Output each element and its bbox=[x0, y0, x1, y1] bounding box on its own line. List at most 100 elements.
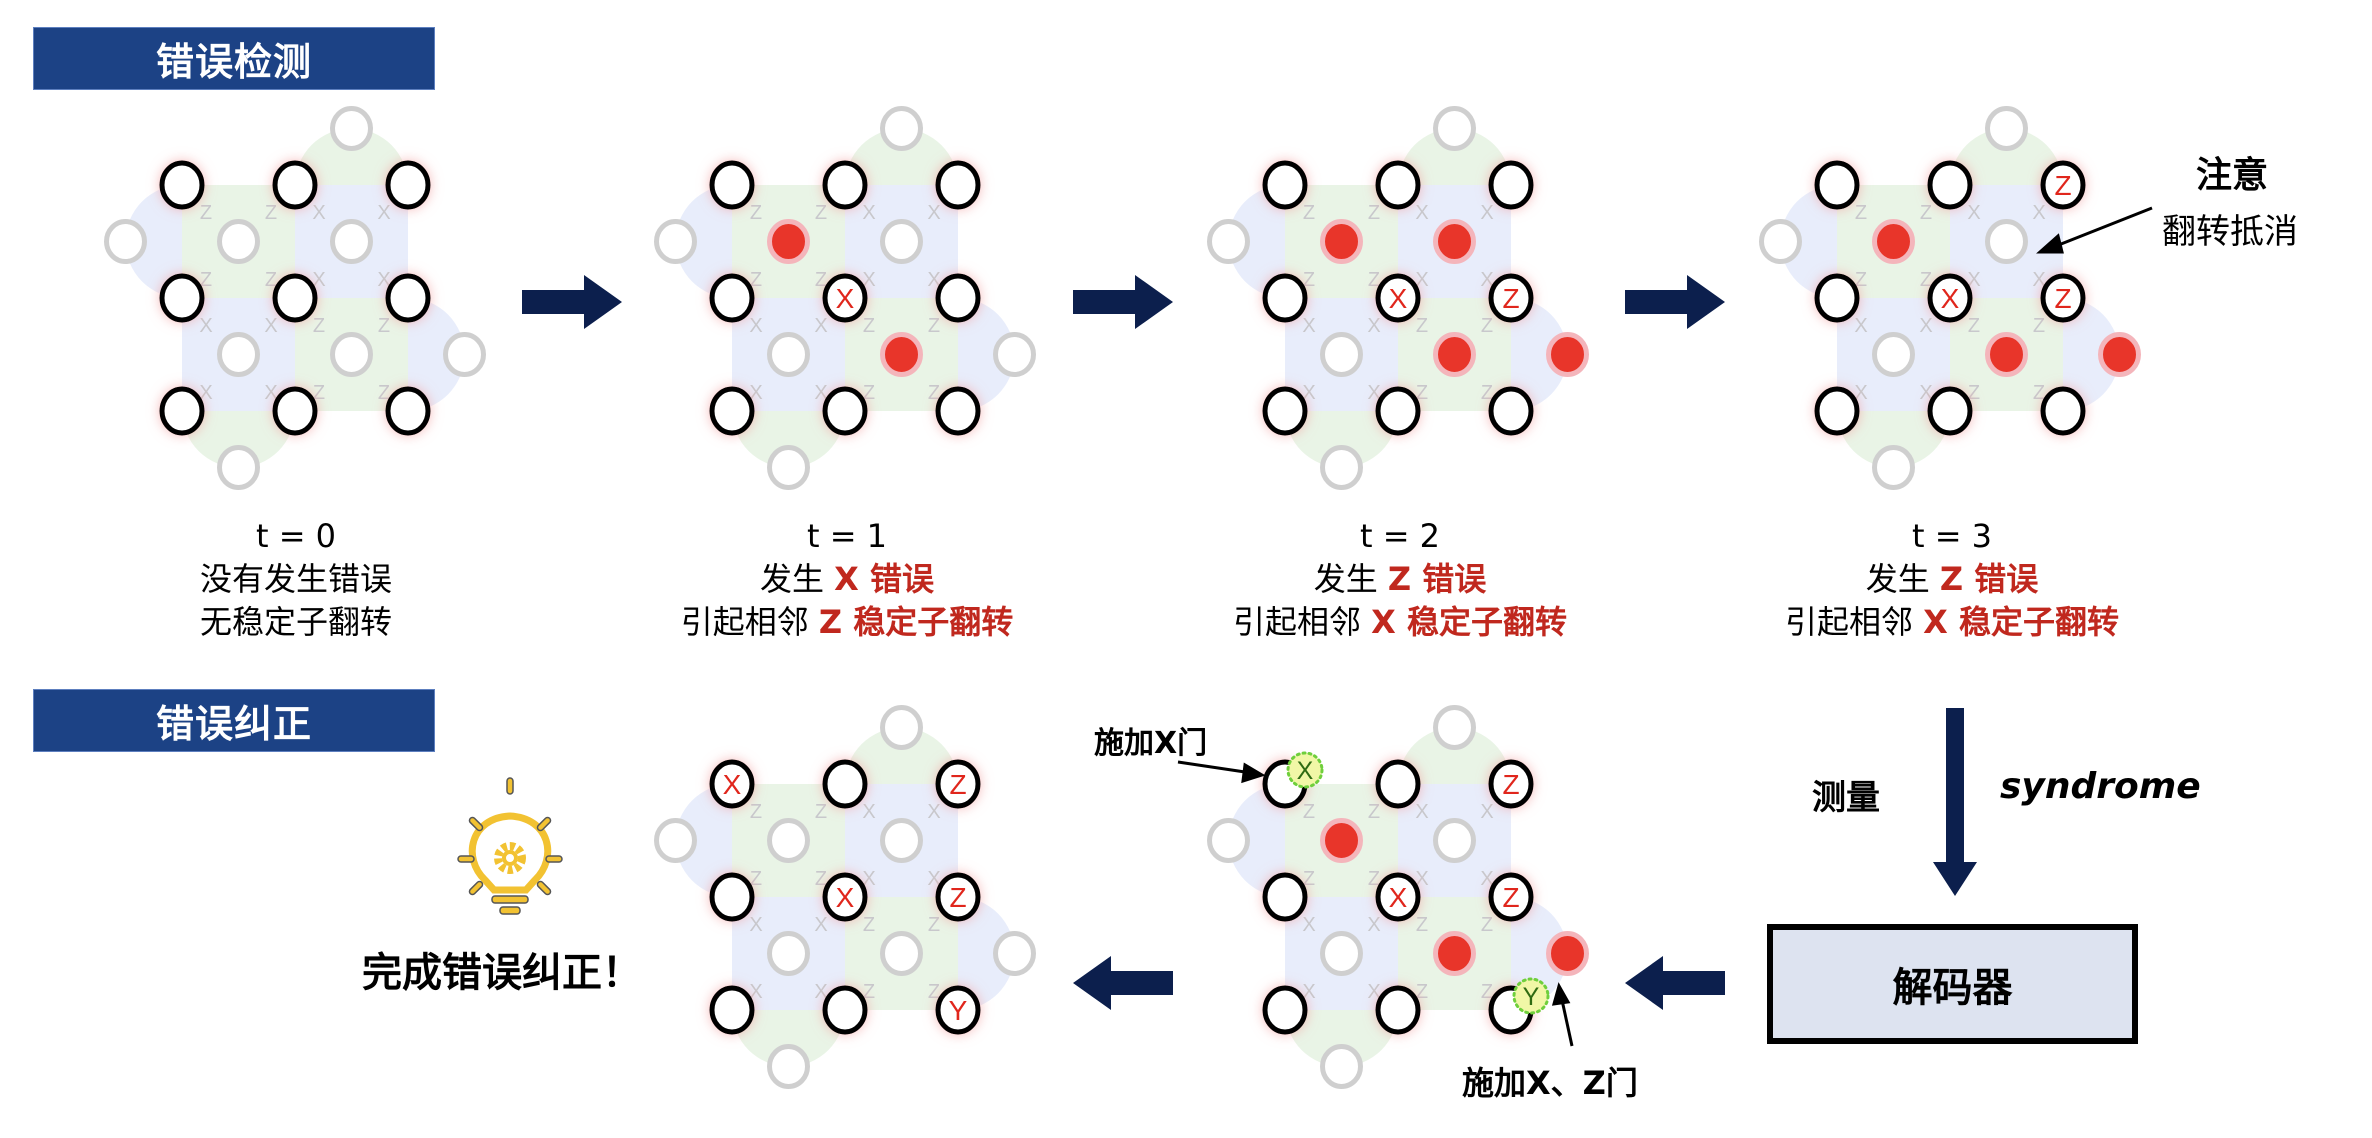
data-qubit bbox=[709, 985, 755, 1035]
ancilla-qubit-Xleft bbox=[1207, 219, 1250, 264]
data-qubit bbox=[822, 759, 868, 809]
stabilizer-type-letter: X bbox=[1302, 382, 1315, 404]
z-boundary-plaquette bbox=[1398, 128, 1511, 185]
stabilizer-type-letter: X bbox=[749, 315, 762, 337]
stabilizer-type-letter: Z bbox=[1855, 269, 1867, 291]
data-qubit bbox=[935, 273, 981, 323]
stabilizer-type-letter: Z bbox=[1920, 202, 1932, 224]
ancilla-qubit-Xleft bbox=[1759, 219, 1802, 264]
error-label: Z bbox=[2054, 283, 2071, 314]
stabilizer-type-letter: X bbox=[862, 269, 875, 291]
data-qubit bbox=[1814, 386, 1860, 436]
stabilizer-type-letter: Z bbox=[1303, 202, 1315, 224]
data-qubit bbox=[1375, 273, 1421, 323]
stabilizer-type-letter: X bbox=[927, 269, 940, 291]
data-qubit bbox=[1488, 386, 1534, 436]
apply-x-pointer-arrow bbox=[1177, 760, 1246, 774]
data-qubit bbox=[935, 985, 981, 1035]
stabilizer-type-letter: Z bbox=[1416, 981, 1428, 1003]
data-qubit bbox=[1488, 160, 1534, 210]
error-label: Z bbox=[2054, 170, 2071, 201]
stabilizer-type-letter: X bbox=[1415, 868, 1428, 890]
stabilizer-type-letter: Z bbox=[1481, 315, 1493, 337]
stabilizer-type-letter: Z bbox=[815, 202, 827, 224]
z-boundary-plaquette bbox=[295, 128, 408, 185]
flipped-ancilla-qubit-Z11 bbox=[1985, 332, 2028, 377]
data-qubit bbox=[159, 160, 205, 210]
data-qubit bbox=[1375, 160, 1421, 210]
stabilizer-type-letter: X bbox=[814, 981, 827, 1003]
caption-text: 引起相邻 bbox=[1784, 603, 1924, 641]
data-qubit bbox=[1375, 872, 1421, 922]
x-boundary-plaquette bbox=[125, 185, 182, 298]
data-qubit bbox=[159, 386, 205, 436]
syndrome-label: syndrome bbox=[2000, 766, 2201, 807]
stabilizer-type-letter: Z bbox=[1968, 382, 1980, 404]
stabilizer-type-letter: X bbox=[814, 382, 827, 404]
ancilla-qubit-Zbottom bbox=[217, 445, 260, 490]
stabilizer-type-letter: X bbox=[1480, 801, 1493, 823]
ancilla-qubit-Xleft bbox=[654, 818, 697, 863]
stabilizer-type-letter: Z bbox=[1968, 315, 1980, 337]
ancilla-qubit-Zbottom bbox=[767, 445, 810, 490]
stabilizer-type-letter: Z bbox=[750, 801, 762, 823]
data-qubit bbox=[1375, 985, 1421, 1035]
data-qubit bbox=[1375, 386, 1421, 436]
error-label: X bbox=[836, 283, 855, 314]
stabilizer-type-letter: Z bbox=[313, 315, 325, 337]
stabilizer-type-letter: X bbox=[2032, 269, 2045, 291]
stabilizer-type-letter: Z bbox=[1368, 801, 1380, 823]
note-title: 注意 bbox=[2196, 155, 2269, 196]
ancilla-qubit-X10 bbox=[1872, 332, 1915, 377]
stabilizer-type-letter: Z bbox=[1920, 269, 1932, 291]
data-qubit bbox=[709, 759, 755, 809]
z-boundary-plaquette bbox=[845, 727, 958, 784]
ancilla-qubit-Z11 bbox=[330, 332, 373, 377]
stabilizer-type-letter: X bbox=[749, 981, 762, 1003]
stabilizer-type-letter: X bbox=[927, 868, 940, 890]
stabilizer-type-letter: Z bbox=[200, 269, 212, 291]
arrow-right-icon bbox=[522, 275, 622, 329]
stabilizer-type-letter: X bbox=[927, 801, 940, 823]
data-qubit bbox=[272, 160, 318, 210]
caption-t2: t = 2 发生 Z 错误 引起相邻 X 稳定子翻转 bbox=[1140, 515, 1660, 644]
stabilizer-type-letter: X bbox=[377, 269, 390, 291]
stabilizer-type-letter: X bbox=[1854, 315, 1867, 337]
apply-xz-pointer-arrowhead bbox=[1551, 982, 1571, 1006]
ancilla-qubit-X01 bbox=[1433, 818, 1476, 863]
x-boundary-plaquette bbox=[2063, 298, 2120, 411]
stabilizer-type-letter: Z bbox=[1481, 382, 1493, 404]
data-qubit bbox=[1927, 273, 1973, 323]
flipped-ancilla-qubit-Xright bbox=[2098, 332, 2141, 377]
ancilla-qubit-Zbottom bbox=[1872, 445, 1915, 490]
flipped-ancilla-qubit-Z00 bbox=[1320, 818, 1363, 863]
stabilizer-type-letter: Z bbox=[1481, 981, 1493, 1003]
data-qubit bbox=[709, 872, 755, 922]
flipped-ancilla-qubit-Xright bbox=[1546, 332, 1589, 377]
decoder-box: 解码器 bbox=[1767, 924, 2138, 1044]
stabilizer-type-letter: X bbox=[1415, 269, 1428, 291]
caption-t1: t = 1 发生 X 错误 引起相邻 Z 稳定子翻转 bbox=[587, 515, 1107, 644]
data-qubit bbox=[935, 160, 981, 210]
stabilizer-type-letter: X bbox=[264, 382, 277, 404]
z-boundary-plaquette bbox=[1837, 411, 1950, 468]
time-label: t = 3 bbox=[1911, 517, 1993, 555]
ancilla-qubit-X10 bbox=[1320, 931, 1363, 976]
stabilizer-type-letter: X bbox=[1302, 914, 1315, 936]
data-qubit bbox=[385, 386, 431, 436]
z-boundary-plaquette bbox=[845, 128, 958, 185]
ancilla-qubit-Xright bbox=[443, 332, 486, 377]
flipped-ancilla-qubit-Z11 bbox=[1433, 332, 1476, 377]
z-boundary-plaquette bbox=[182, 411, 295, 468]
error-label: X bbox=[1389, 283, 1408, 314]
stabilizer-type-letter: X bbox=[1480, 868, 1493, 890]
stabilizer-type-letter: Z bbox=[863, 981, 875, 1003]
ancilla-qubit-Ztop bbox=[1433, 705, 1476, 750]
data-qubit bbox=[1927, 386, 1973, 436]
z-boundary-plaquette bbox=[1285, 411, 1398, 468]
caption-error: X 稳定子翻转 bbox=[1371, 603, 1567, 641]
data-qubit bbox=[1375, 759, 1421, 809]
caption-t3: t = 3 发生 Z 错误 引起相邻 X 稳定子翻转 bbox=[1692, 515, 2212, 644]
